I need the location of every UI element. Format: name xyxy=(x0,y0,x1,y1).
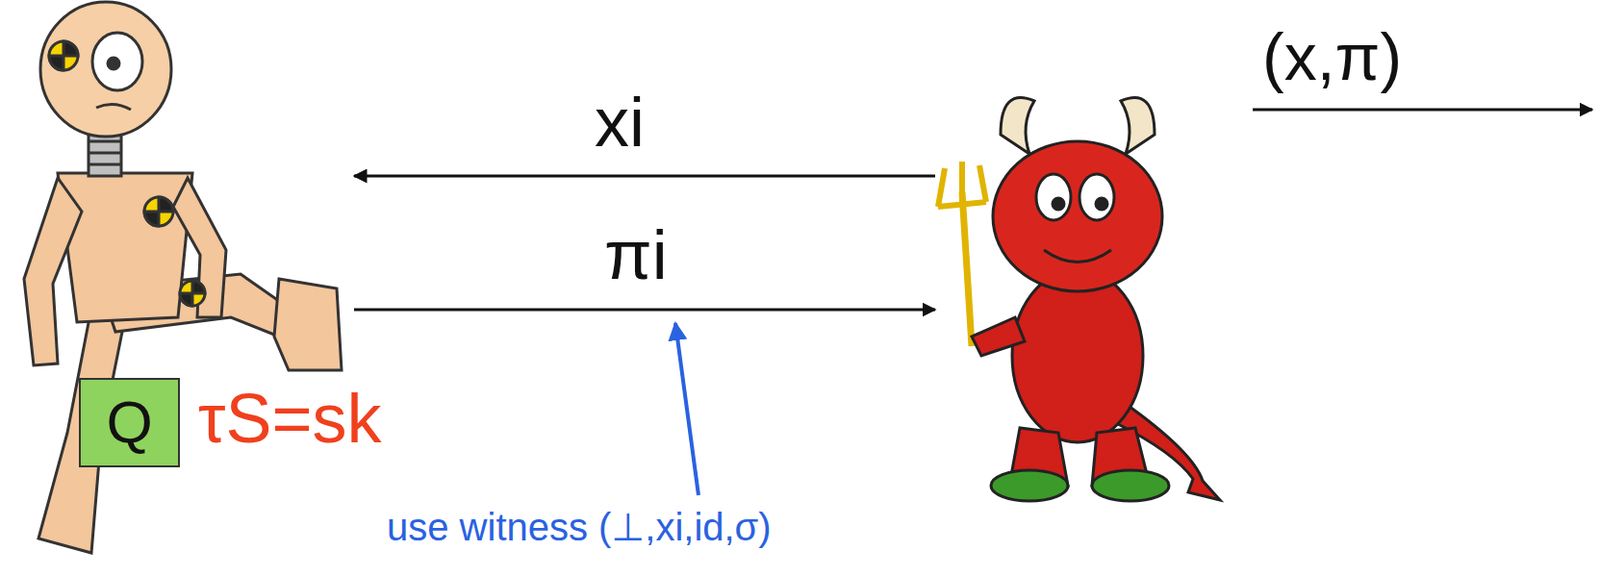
message-arrow xyxy=(354,175,936,178)
box-label: Q xyxy=(105,389,153,456)
callout-note: use witness (⊥,xi,id,σ) xyxy=(386,506,772,549)
output-arrow xyxy=(1252,108,1593,112)
message-label: xi xyxy=(594,84,645,161)
callout-arrow xyxy=(675,323,699,496)
message-label: πi xyxy=(604,217,668,294)
trapdoor-label: τS=sk xyxy=(198,380,382,458)
oracle-box: Q xyxy=(78,378,180,468)
dummy-figure xyxy=(24,1,342,554)
output-label: (x,π) xyxy=(1262,21,1402,94)
devil-figure xyxy=(938,98,1220,502)
message-arrow xyxy=(354,308,936,312)
